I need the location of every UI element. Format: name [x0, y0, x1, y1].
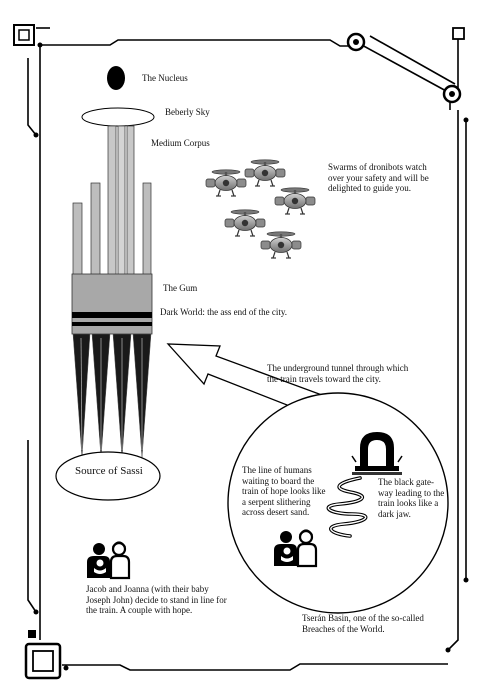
label-line-of-humans: The line of humans waiting to board the …	[242, 465, 326, 517]
label-jacob-joanna: Jacob and Joanna (with their baby Joseph…	[86, 584, 227, 615]
dark-world-spikes	[72, 333, 152, 459]
label-dark-world: Dark World: the ass end of the city.	[160, 307, 287, 317]
dronibot-swarm	[205, 159, 316, 259]
gateway-arch-icon	[351, 432, 403, 475]
label-gateway: The black gate- way leading to the train…	[378, 477, 445, 519]
drone-icon	[260, 231, 302, 259]
drone-icon	[205, 169, 247, 197]
label-tunnel: The underground tunnel through which the…	[267, 363, 409, 384]
circuit-border	[27, 27, 467, 671]
drone-icon	[224, 209, 266, 237]
label-dronibots: Swarms of dronibots watch over your safe…	[328, 162, 429, 193]
label-the-gum: The Gum	[163, 283, 198, 293]
nucleus-orb	[107, 66, 125, 90]
drone-icon	[244, 159, 286, 187]
source-ellipse	[55, 451, 161, 501]
label-source: Source of Sassi	[75, 465, 143, 477]
label-nucleus: The Nucleus	[142, 73, 188, 83]
circuit-nodes	[13, 24, 469, 680]
drone-icon	[274, 187, 316, 215]
family-icon	[85, 541, 131, 580]
city-tower	[55, 66, 161, 501]
label-tseran-basin: Tserán Basin, one of the so-called Breac…	[302, 613, 424, 634]
label-medium-corpus: Medium Corpus	[151, 138, 210, 148]
label-beberly-sky: Beberly Sky	[165, 107, 210, 117]
beberly-sky-disc	[81, 107, 155, 127]
